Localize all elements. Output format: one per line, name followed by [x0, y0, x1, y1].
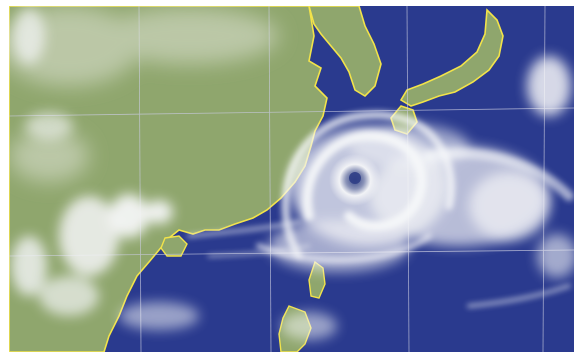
satellite-map: [9, 6, 574, 352]
hainan-island: [160, 235, 188, 257]
cloud-bands: [187, 220, 571, 308]
japan-honshu: [399, 8, 504, 107]
typhoon: [256, 110, 574, 272]
korean-peninsula: [308, 6, 382, 98]
